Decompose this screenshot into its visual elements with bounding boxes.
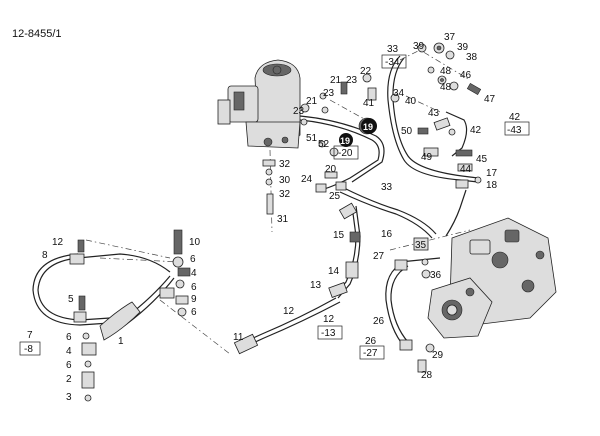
callout-27-ref: -27 <box>363 348 378 359</box>
callout-7: 7 <box>27 330 33 341</box>
callout-38: 38 <box>466 52 478 63</box>
callout-50: 50 <box>401 126 413 137</box>
callout-43-ref: -43 <box>507 125 522 136</box>
callout-12: 12 <box>52 237 64 248</box>
callout-42c: 42 <box>470 125 482 136</box>
callout-23: 23 <box>346 75 358 86</box>
callout-37: 37 <box>444 32 456 43</box>
callout-36: 36 <box>430 270 442 281</box>
callout-26b: 26 <box>365 336 377 347</box>
box-7-8 <box>19 341 41 356</box>
callout-35: 35 <box>415 240 427 251</box>
callout-39b: 39 <box>457 42 469 53</box>
callout-6c: 6 <box>191 307 197 318</box>
callout-1: 1 <box>118 336 124 347</box>
callout-34: 34 <box>393 88 405 99</box>
box-33-34 <box>381 54 407 69</box>
pipes <box>32 55 479 349</box>
callout-30: 30 <box>279 175 291 186</box>
fuel-filter-assembly <box>217 59 301 149</box>
callout-19-badge: 19 <box>363 122 373 132</box>
callout-48: 48 <box>440 66 452 77</box>
callout-4b: 4 <box>66 346 72 357</box>
callout-43: 43 <box>428 108 440 119</box>
callout-2: 2 <box>66 374 72 385</box>
reference-number: 12-8455/1 <box>12 28 62 40</box>
callout-6d: 6 <box>66 332 72 343</box>
callout-40: 40 <box>405 96 417 107</box>
callout-19-circle <box>361 118 377 134</box>
callout-10: 10 <box>189 237 201 248</box>
callout-12b: 12 <box>283 306 295 317</box>
callout-22: 22 <box>360 66 372 77</box>
callout-33: 33 <box>387 44 399 55</box>
callout-18: 18 <box>486 180 498 191</box>
callout-23c: 23 <box>293 106 305 117</box>
callout-32b: 32 <box>279 189 291 200</box>
callout-4: 4 <box>191 268 197 279</box>
callout-21: 21 <box>330 75 342 86</box>
callout-26: 26 <box>373 316 385 327</box>
callout-3: 3 <box>66 392 72 403</box>
callout-21b: 21 <box>306 96 318 107</box>
callout-15: 15 <box>333 230 345 241</box>
callout-47: 47 <box>484 94 496 105</box>
callout-6b: 6 <box>191 282 197 293</box>
callout-28: 28 <box>421 370 433 381</box>
callout-12c: 12 <box>323 314 335 325</box>
callout-9: 9 <box>191 294 197 305</box>
callout-20-ref: -20 <box>338 148 353 159</box>
callout-27: 27 <box>373 251 385 262</box>
callout-52: 52 <box>318 139 330 150</box>
injection-pump-assembly <box>427 217 557 339</box>
callout-41: 41 <box>363 98 375 109</box>
callout-8-ref: -8 <box>24 344 33 355</box>
callout-33b: 33 <box>381 182 393 193</box>
callout-19b: 19 <box>340 136 350 146</box>
callout-13-ref: -13 <box>321 328 336 339</box>
callout-48b: 48 <box>440 82 452 93</box>
callout-25: 25 <box>329 191 341 202</box>
box-12-13 <box>317 325 343 340</box>
callout-45: 45 <box>476 154 488 165</box>
callout-5: 5 <box>68 294 74 305</box>
callout-20: 20 <box>325 164 337 175</box>
callout-6: 6 <box>190 254 196 265</box>
callout-39: 39 <box>413 41 425 52</box>
callout-labels: 33 -34 39 37 39 38 48 46 48 47 22 21 23 … <box>24 32 522 403</box>
callout-14: 14 <box>328 266 340 277</box>
callout-32: 32 <box>279 159 291 170</box>
callout-23b: 23 <box>323 88 335 99</box>
callout-13: 13 <box>310 280 322 291</box>
callout-16: 16 <box>381 229 393 240</box>
callout-31: 31 <box>277 214 289 225</box>
box-26-27 <box>359 345 385 360</box>
callout-46: 46 <box>460 70 472 81</box>
callout-17: 17 <box>486 168 498 179</box>
callout-42: 42 <box>509 112 521 123</box>
callout-6e: 6 <box>66 360 72 371</box>
callout-8: 8 <box>42 250 48 261</box>
callout-24: 24 <box>301 174 313 185</box>
callout-11: 11 <box>233 332 244 343</box>
callout-19b-circle <box>339 133 353 147</box>
callout-51: 51 <box>306 133 318 144</box>
callout-29: 29 <box>432 350 444 361</box>
callout-34-ref: -34 <box>385 57 400 68</box>
box-42-43 <box>504 121 530 136</box>
callout-49: 49 <box>421 152 433 163</box>
callout-44: 44 <box>460 164 472 175</box>
